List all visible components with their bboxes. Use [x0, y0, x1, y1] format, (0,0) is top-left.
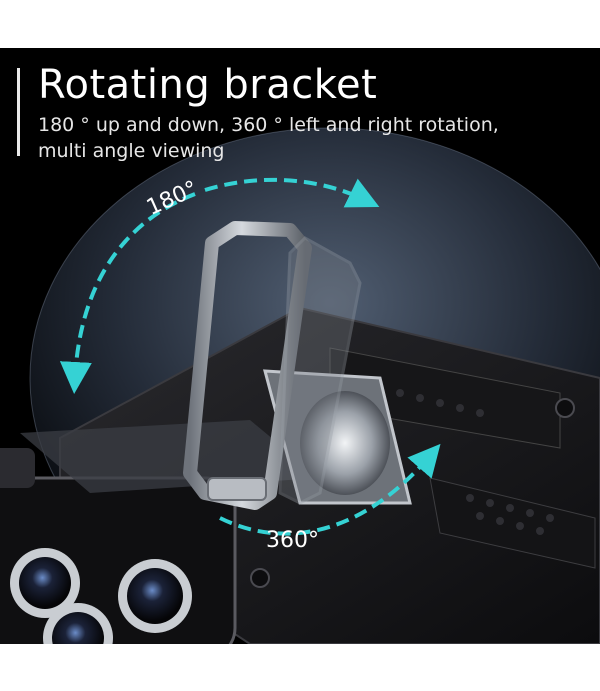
title-accent-bar	[17, 68, 20, 156]
horizontal-angle-label: 360°	[266, 528, 319, 553]
ring-base	[20, 369, 412, 505]
product-image: Rotating bracket 180 ° up and down, 360 …	[0, 48, 600, 644]
vertical-rotation-arrow	[59, 192, 196, 394]
feature-description-line: 180 ° up and down, 360 ° left and right …	[38, 114, 499, 136]
horizontal-rotation-arrow	[219, 443, 441, 536]
vertical-rotation-arrow-top	[204, 177, 380, 208]
feature-description: 180 ° up and down, 360 ° left and right …	[38, 112, 558, 164]
rotation-arrows	[59, 177, 441, 536]
feature-description-line: multi angle viewing	[38, 140, 225, 162]
ring-bracket	[183, 221, 362, 510]
camera-module	[0, 448, 237, 644]
product-scene	[0, 127, 600, 644]
feature-title: Rotating bracket	[38, 62, 378, 108]
